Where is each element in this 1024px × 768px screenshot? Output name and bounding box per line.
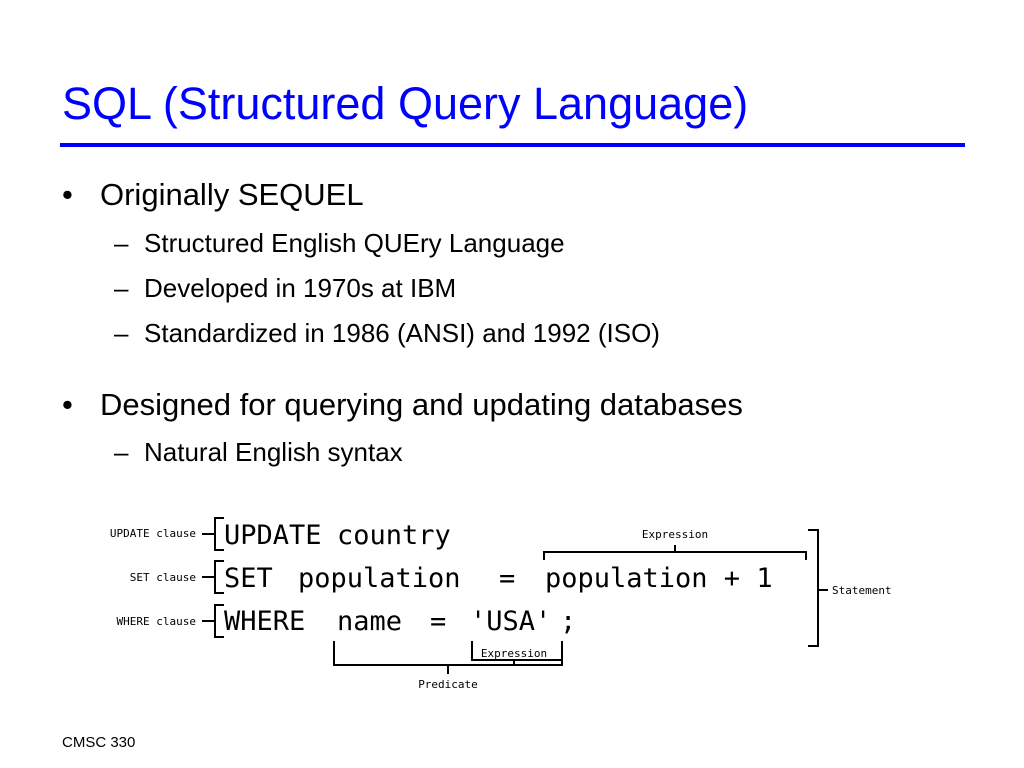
bracket-where — [202, 604, 224, 638]
sub-bullet-1-1-text: Structured English QUEry Language — [144, 228, 565, 258]
bracket-update — [202, 517, 224, 551]
bullet-2-text: Designed for querying and updating datab… — [100, 387, 743, 422]
sub-bullet-2-1-text: Natural English syntax — [144, 437, 403, 467]
sub-bullet-1-2-text: Developed in 1970s at IBM — [144, 273, 457, 303]
sub-bullet-1-3-text: Standardized in 1986 (ANSI) and 1992 (IS… — [144, 318, 660, 348]
sub-bullet-glyph: – — [114, 273, 129, 303]
predicate-bracket — [333, 641, 563, 674]
code-where-keyword: WHERE — [224, 606, 305, 637]
label-expression-top: Expression — [642, 528, 708, 541]
expression-top-bracket — [543, 545, 807, 560]
code-line-update: UPDATE country — [224, 520, 451, 551]
code-where-end: ; — [560, 606, 576, 637]
label-where-clause: WHERE clause — [117, 615, 196, 628]
code-where-column: name — [337, 606, 402, 637]
code-line-where: WHERE name = 'USA' ; — [224, 606, 576, 637]
title-underline — [60, 143, 965, 147]
sub-bullet-glyph: – — [114, 228, 129, 258]
code-update-table: country — [337, 520, 451, 551]
sub-bullet-glyph: – — [114, 318, 129, 348]
code-line-set: SET population = population + 1 — [224, 563, 773, 594]
label-predicate: Predicate — [418, 678, 478, 691]
code-set-eq: = — [499, 563, 515, 594]
slide-footer: CMSC 330 — [62, 734, 136, 751]
code-set-keyword: SET — [224, 563, 273, 594]
sub-bullet-glyph: – — [114, 437, 129, 467]
bullet-glyph: • — [62, 387, 73, 422]
code-set-column: population — [298, 563, 461, 594]
code-set-expression: population + 1 — [545, 563, 773, 594]
bracket-set — [202, 560, 224, 594]
slide-title: SQL (Structured Query Language) — [62, 78, 749, 129]
label-set-clause: SET clause — [130, 571, 196, 584]
statement-bracket — [808, 529, 828, 647]
clause-brackets — [202, 517, 224, 638]
label-statement: Statement — [832, 584, 892, 597]
bullet-glyph: • — [62, 177, 73, 212]
code-update-keyword: UPDATE — [224, 520, 322, 551]
bullet-1-text: Originally SEQUEL — [100, 177, 364, 212]
label-expression-bottom: Expression — [481, 647, 547, 660]
code-where-value: 'USA' — [470, 606, 551, 637]
code-where-eq: = — [430, 606, 446, 637]
label-update-clause: UPDATE clause — [110, 527, 196, 540]
